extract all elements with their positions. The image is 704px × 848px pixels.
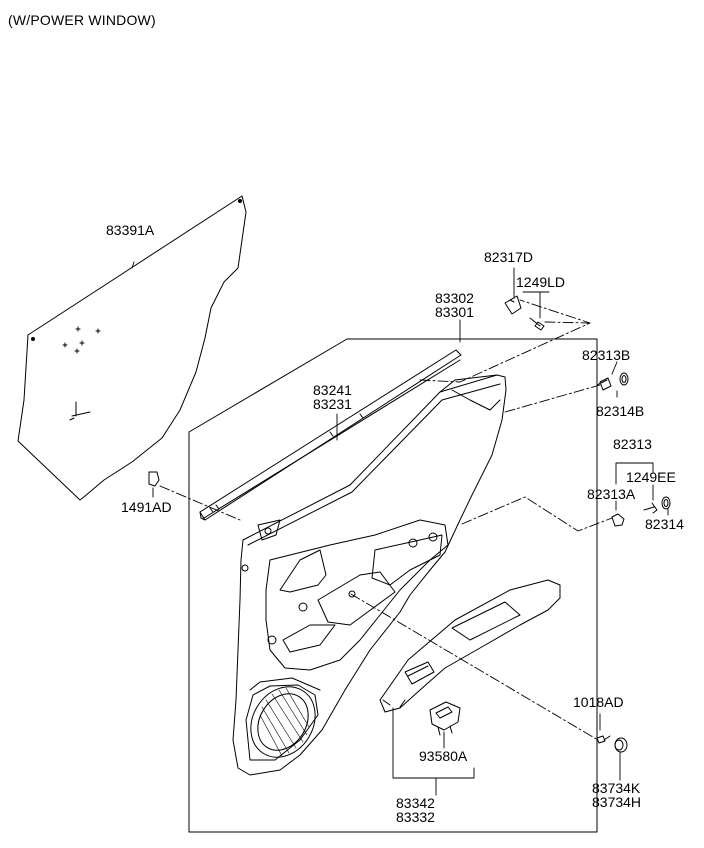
part-label-83734K: 83734K xyxy=(592,780,641,796)
door-trim-panel-drawing xyxy=(232,374,507,776)
part-label-83302: 83302 xyxy=(435,290,474,306)
part-label-83231: 83231 xyxy=(313,396,352,412)
part-label-82317D: 82317D xyxy=(484,249,534,265)
part-label-1018AD: 1018AD xyxy=(573,694,624,710)
part-label-83301: 83301 xyxy=(435,304,474,320)
part-label-82314: 82314 xyxy=(645,516,684,532)
part-label-93580A: 93580A xyxy=(419,748,468,764)
part-label-82313A: 82313A xyxy=(587,486,636,502)
fasteners-drawing xyxy=(148,295,671,753)
part-label-82314B: 82314B xyxy=(596,403,645,419)
window-switch-drawing xyxy=(429,701,461,736)
diagram-caption: (W/POWER WINDOW) xyxy=(8,12,156,28)
weatherstrip-drawing xyxy=(199,349,462,521)
part-label-83241: 83241 xyxy=(313,382,352,398)
part-label-83391A: 83391A xyxy=(106,222,155,238)
part-label-1249LD: 1249LD xyxy=(516,274,566,290)
projection-lines xyxy=(159,299,613,741)
switch-panel-drawing xyxy=(379,579,561,713)
window-glass-drawing xyxy=(17,195,247,501)
part-label-1249EE: 1249EE xyxy=(626,469,676,485)
part-label-82313B: 82313B xyxy=(582,347,631,363)
leader-lines xyxy=(131,261,669,796)
part-label-83734H: 83734H xyxy=(592,794,642,810)
part-label-82313: 82313 xyxy=(613,436,652,452)
part-label-1491AD: 1491AD xyxy=(121,499,172,515)
part-label-83342: 83342 xyxy=(396,795,435,811)
part-label-83332: 83332 xyxy=(396,809,435,825)
